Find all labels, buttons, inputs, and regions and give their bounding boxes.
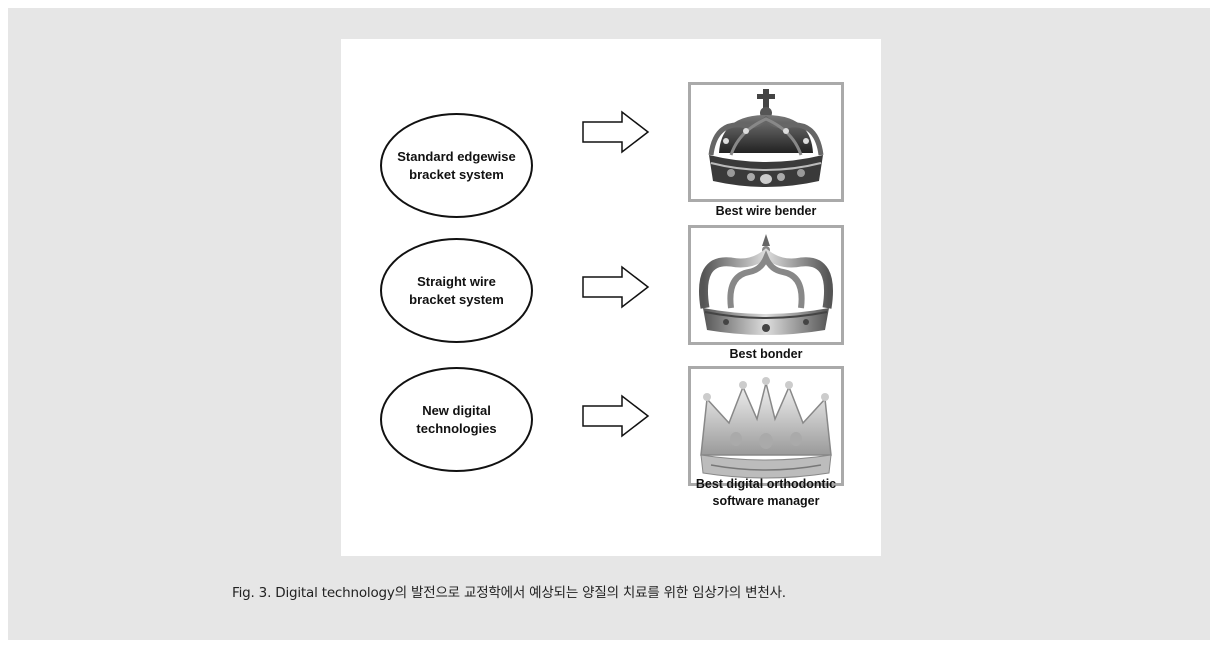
right-arrow-icon [582,265,650,309]
crown-label-3: Best digital orthodontic software manage… [695,477,837,508]
ornate-jeweled-crown-icon [708,89,824,187]
crown-label-1: Best wire bender [715,204,817,218]
stage-label: Straight wire bracket system [409,273,504,307]
stage-ellipse-new-digital: New digital technologies [380,367,533,472]
crown-image-frame-2 [688,225,844,345]
crown-image-frame-1 [688,82,844,202]
silver-pointed-crown-icon [700,377,832,479]
right-arrow-icon [582,110,650,154]
stage-ellipse-straight-wire: Straight wire bracket system [380,238,533,343]
arched-crown-icon [699,234,833,335]
figure-caption: Fig. 3. Digital technology의 발전으로 교정학에서 예… [232,585,786,601]
stage-ellipse-standard-edgewise: Standard edgewise bracket system [380,113,533,218]
right-arrow-icon [582,394,650,438]
crown-label-2: Best bonder [729,347,803,361]
stage-label: New digital technologies [416,402,497,436]
stage-label: Standard edgewise bracket system [397,148,516,182]
crown-image-frame-3 [688,366,844,486]
